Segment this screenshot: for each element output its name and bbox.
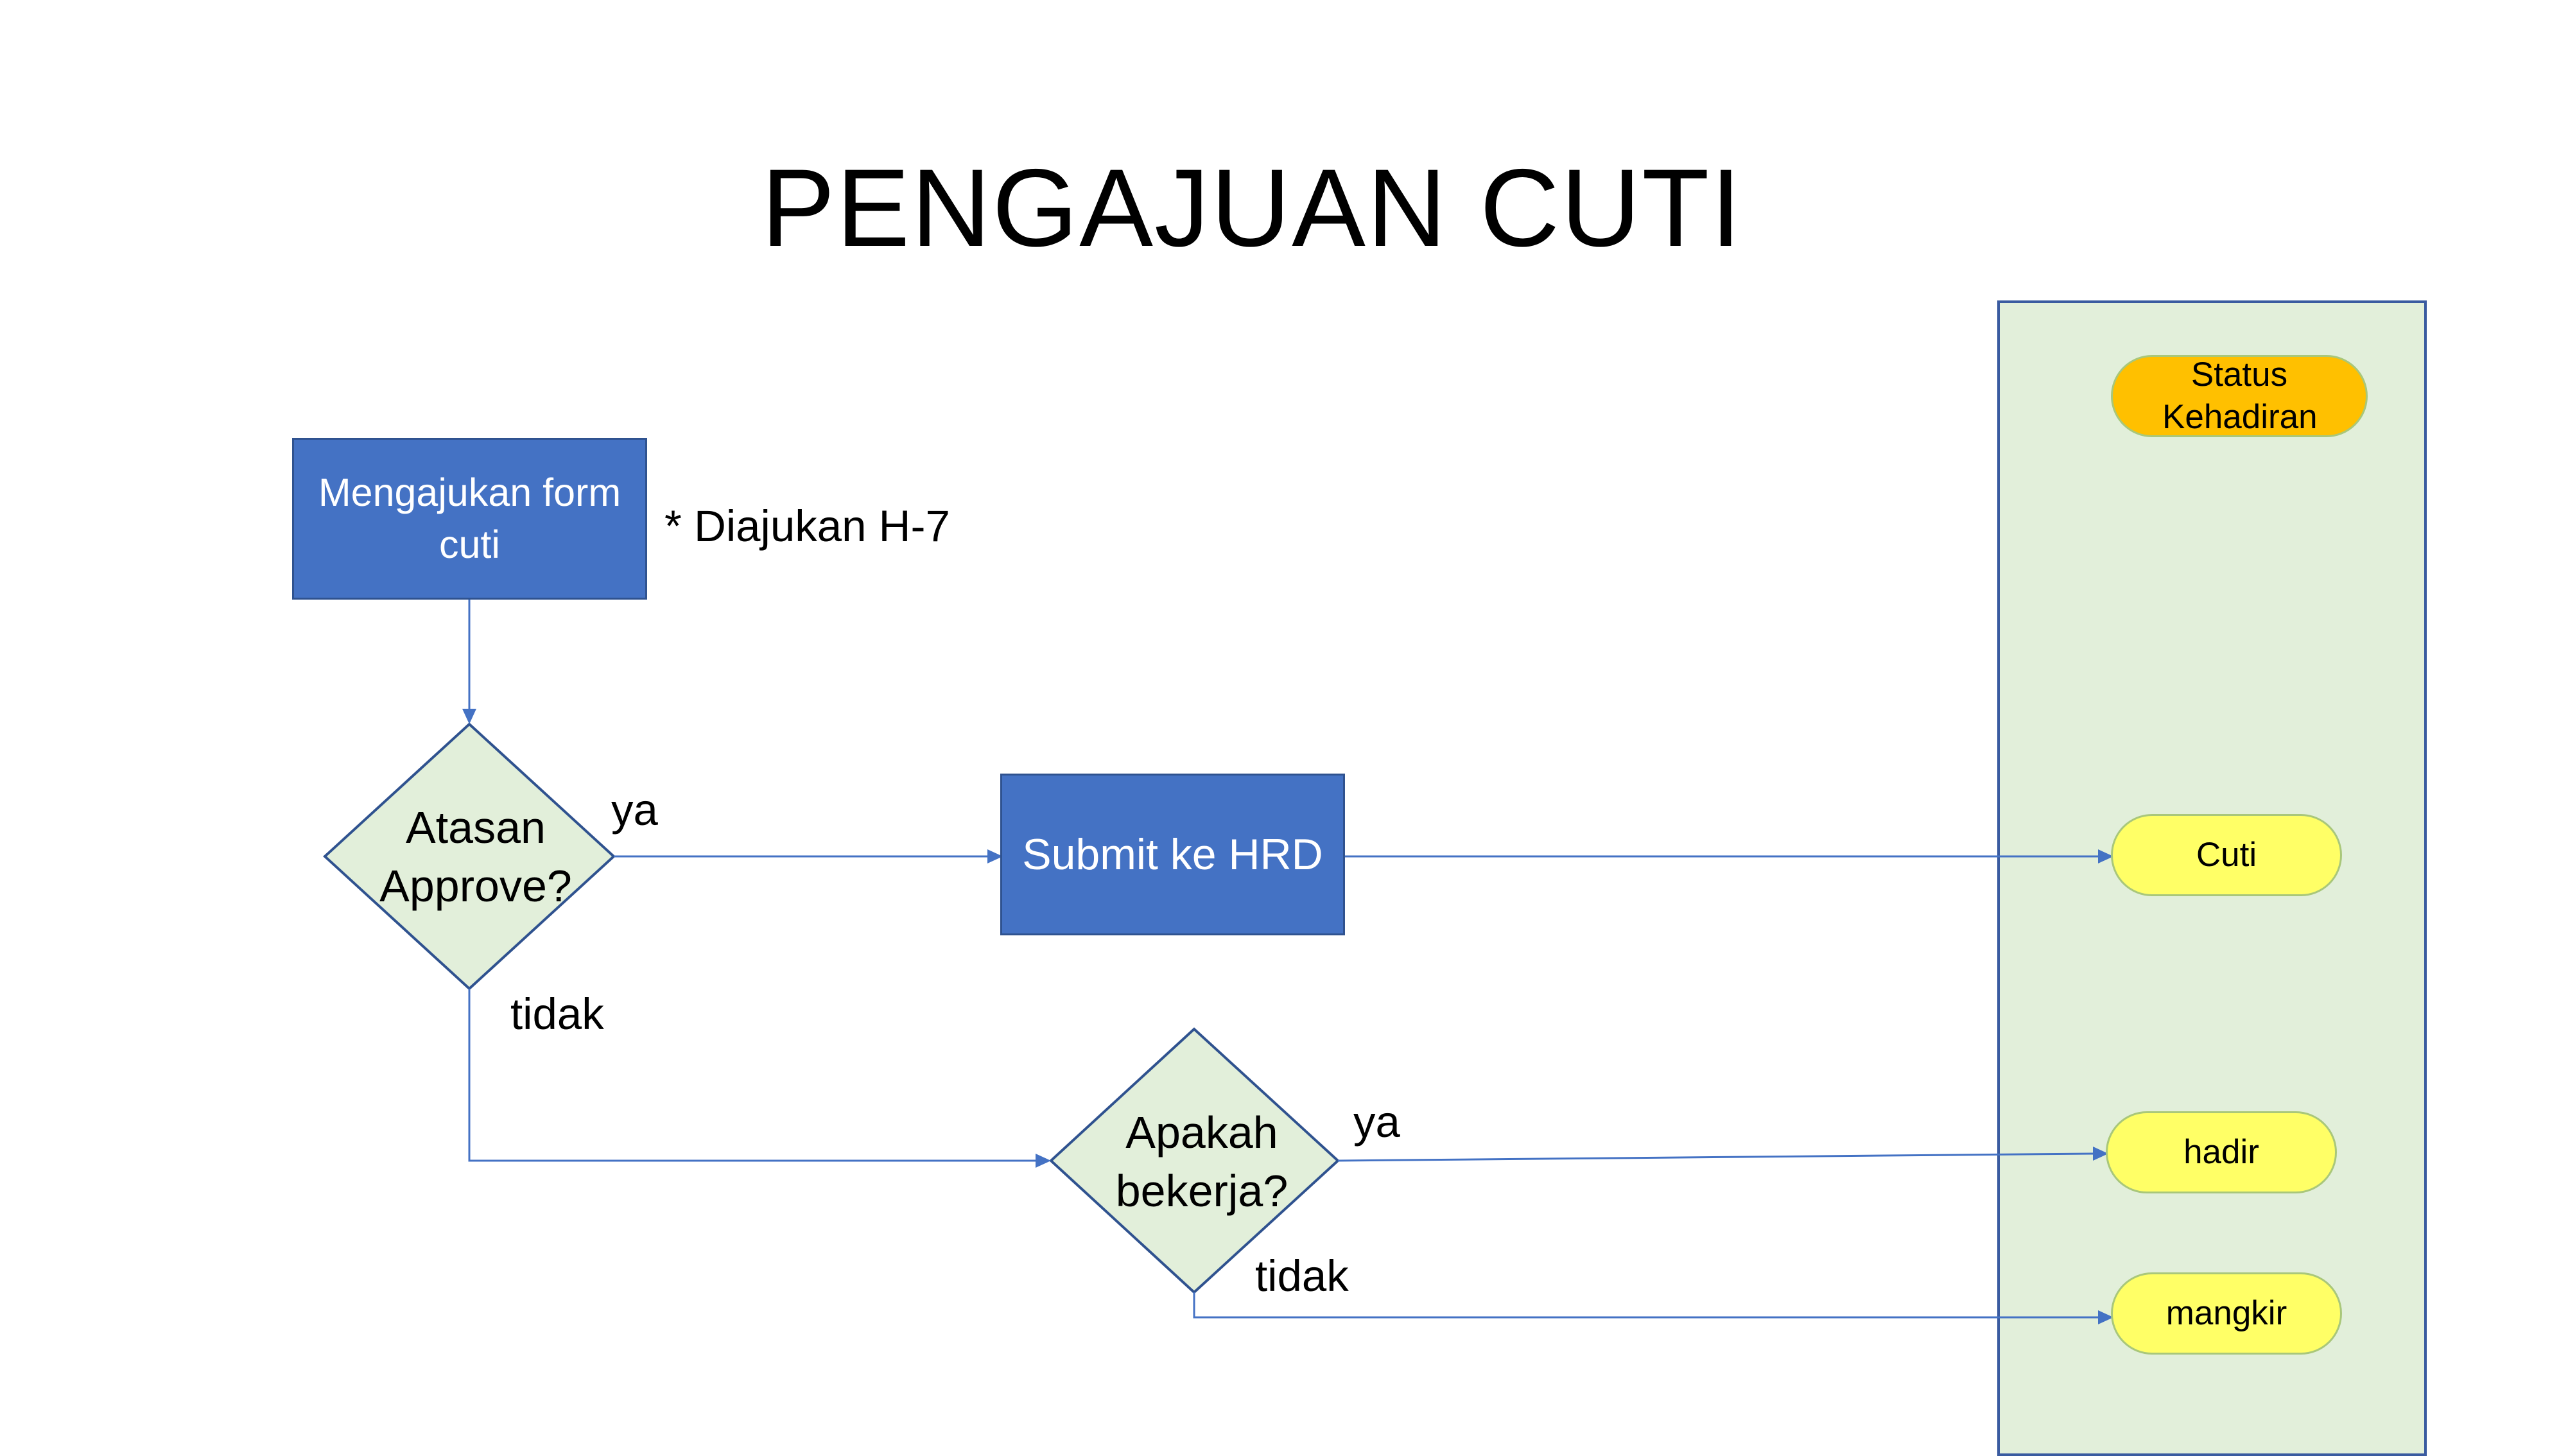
- edge-approve-yes-label: ya: [611, 785, 658, 835]
- edge-approve-no-label: tidak: [510, 989, 604, 1039]
- edge-bekerja-yes-label: ya: [1353, 1097, 1400, 1147]
- status-mangkir: mangkir: [2111, 1272, 2342, 1355]
- arrowhead-bekerja: [1036, 1154, 1051, 1168]
- decision-bekerja-label: Apakah bekerja?: [1106, 1088, 1298, 1236]
- connector-approve-to-bekerja: [468, 989, 1037, 1162]
- process-mengajukan-form-cuti-label: Mengajukan form cuti: [318, 471, 621, 566]
- process-mengajukan-form-cuti: Mengajukan form cuti: [292, 438, 647, 600]
- status-kehadiran-header-label: Status Kehadiran: [2162, 355, 2318, 436]
- arrowhead-mangkir: [2098, 1310, 2113, 1324]
- connector-bekerja-to-hadir: [1337, 1152, 2095, 1162]
- status-cuti: Cuti: [2111, 814, 2342, 896]
- process-submit-ke-hrd-label: Submit ke HRD: [1022, 830, 1323, 879]
- decision-approve-label: Atasan Approve?: [370, 783, 582, 931]
- process-submit-ke-hrd: Submit ke HRD: [1000, 774, 1345, 935]
- status-hadir: hadir: [2106, 1111, 2337, 1193]
- status-mangkir-label: mangkir: [2165, 1294, 2287, 1332]
- arrowhead-cuti: [2098, 849, 2113, 863]
- status-hadir-label: hadir: [2183, 1132, 2259, 1171]
- form-note: * Diajukan H-7: [664, 501, 950, 551]
- decision-bekerja-text: Apakah bekerja?: [1115, 1107, 1288, 1216]
- arrowhead-submit: [987, 849, 1003, 863]
- status-kehadiran-header: Status Kehadiran: [2111, 355, 2368, 437]
- connector-bekerja-to-mangkir: [1193, 1292, 2099, 1319]
- arrowhead-hadir: [2093, 1147, 2108, 1161]
- edge-bekerja-no-label: tidak: [1255, 1251, 1349, 1301]
- decision-approve-text: Atasan Approve?: [379, 802, 572, 911]
- page-title: PENGAJUAN CUTI: [761, 146, 1743, 270]
- status-cuti-label: Cuti: [2196, 835, 2257, 874]
- arrowhead-approve: [462, 709, 476, 724]
